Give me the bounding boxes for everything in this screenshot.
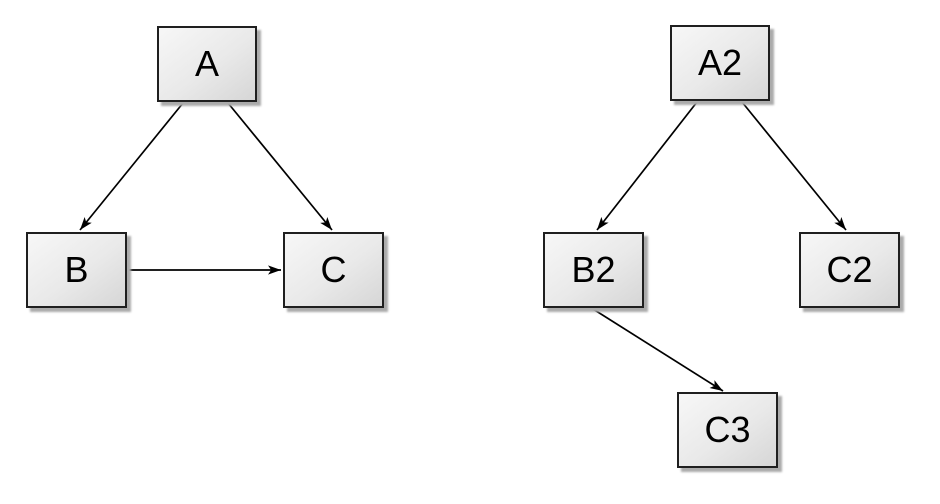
node-c3: C3 (677, 392, 778, 468)
node-b-label: B (64, 249, 89, 290)
edge-A-C (227, 102, 333, 231)
node-a: A (157, 26, 257, 102)
edge-A-B (79, 102, 184, 231)
node-b2-label: B2 (571, 249, 616, 290)
node-c: C (283, 232, 384, 308)
node-b: B (26, 232, 127, 308)
edge-B2-C3 (592, 308, 724, 392)
node-c3-label: C3 (704, 409, 751, 450)
node-a2-label: A2 (697, 42, 743, 83)
edge-A2-C2 (741, 101, 847, 231)
edge-A2-B2 (596, 101, 698, 231)
node-c-label: C (320, 249, 347, 290)
node-b2: B2 (543, 232, 644, 308)
node-c2-label: C2 (826, 249, 873, 290)
node-c2: C2 (799, 232, 900, 308)
node-a-label: A (194, 43, 219, 84)
node-a2: A2 (670, 25, 770, 101)
